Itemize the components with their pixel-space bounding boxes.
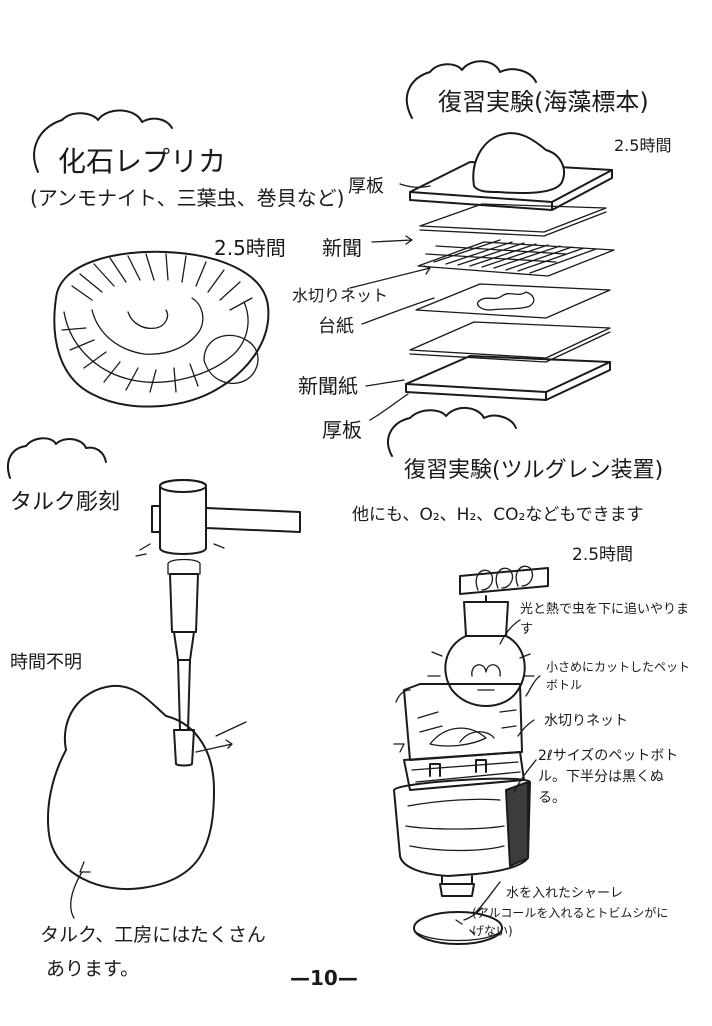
specimen-title: 復習実験(海藻標本): [438, 88, 649, 116]
talc-title-cloud: [7, 437, 107, 479]
specimen-press-drawing: [349, 132, 615, 421]
talc-note-line2: あります。: [46, 958, 140, 980]
specimen-title-cloud: [405, 60, 537, 119]
label-mount: 台紙: [318, 316, 354, 337]
page-number: —10—: [290, 966, 358, 990]
ammonite-fossil-drawing: [53, 250, 270, 408]
tullgren-time: 2.5時間: [572, 545, 634, 565]
label-net: 水切りネット: [292, 286, 389, 305]
tullgren-title: 復習実験(ツルグレン装置): [404, 458, 664, 483]
label-newspaper: 新聞: [322, 236, 362, 260]
talc-time: 時間不明: [10, 652, 82, 673]
label-alcohol: (アルコールを入れるとトビムシがにげない): [472, 906, 669, 938]
label-bottle: 2ℓサイズのペットボトル。下半分は黒くぬる。: [538, 748, 679, 806]
fossil-title: 化石レプリカ: [58, 145, 227, 178]
talc-title: タルク彫刻: [10, 490, 121, 515]
fossil-title-cloud: [33, 109, 173, 173]
label-board-top: 厚板: [348, 176, 384, 197]
tullgren-note: 他にも、O₂、H₂、CO₂などもできます: [352, 505, 644, 525]
fossil-subtitle: (アンモナイト、三葉虫、巻貝など): [30, 186, 345, 210]
tullgren-apparatus-drawing: [393, 565, 549, 945]
label-newspaper-sheet: 新聞紙: [298, 374, 358, 398]
fossil-time: 2.5時間: [214, 236, 286, 260]
label-tullgren-net: 水切りネット: [544, 713, 628, 729]
tullgren-title-cloud: [387, 407, 517, 457]
label-petri: 水を入れたシャーレ: [506, 886, 624, 901]
specimen-time: 2.5時間: [614, 136, 672, 155]
label-board-bottom: 厚板: [322, 418, 362, 442]
label-cut-bottle: 小さめにカットしたペットボトル: [546, 660, 691, 692]
talc-note-line1: タルク、工房にはたくさん: [40, 924, 266, 946]
label-light: 光と熱で虫を下に追いやります: [520, 602, 690, 637]
talc-sculpture-drawing: [47, 479, 301, 919]
